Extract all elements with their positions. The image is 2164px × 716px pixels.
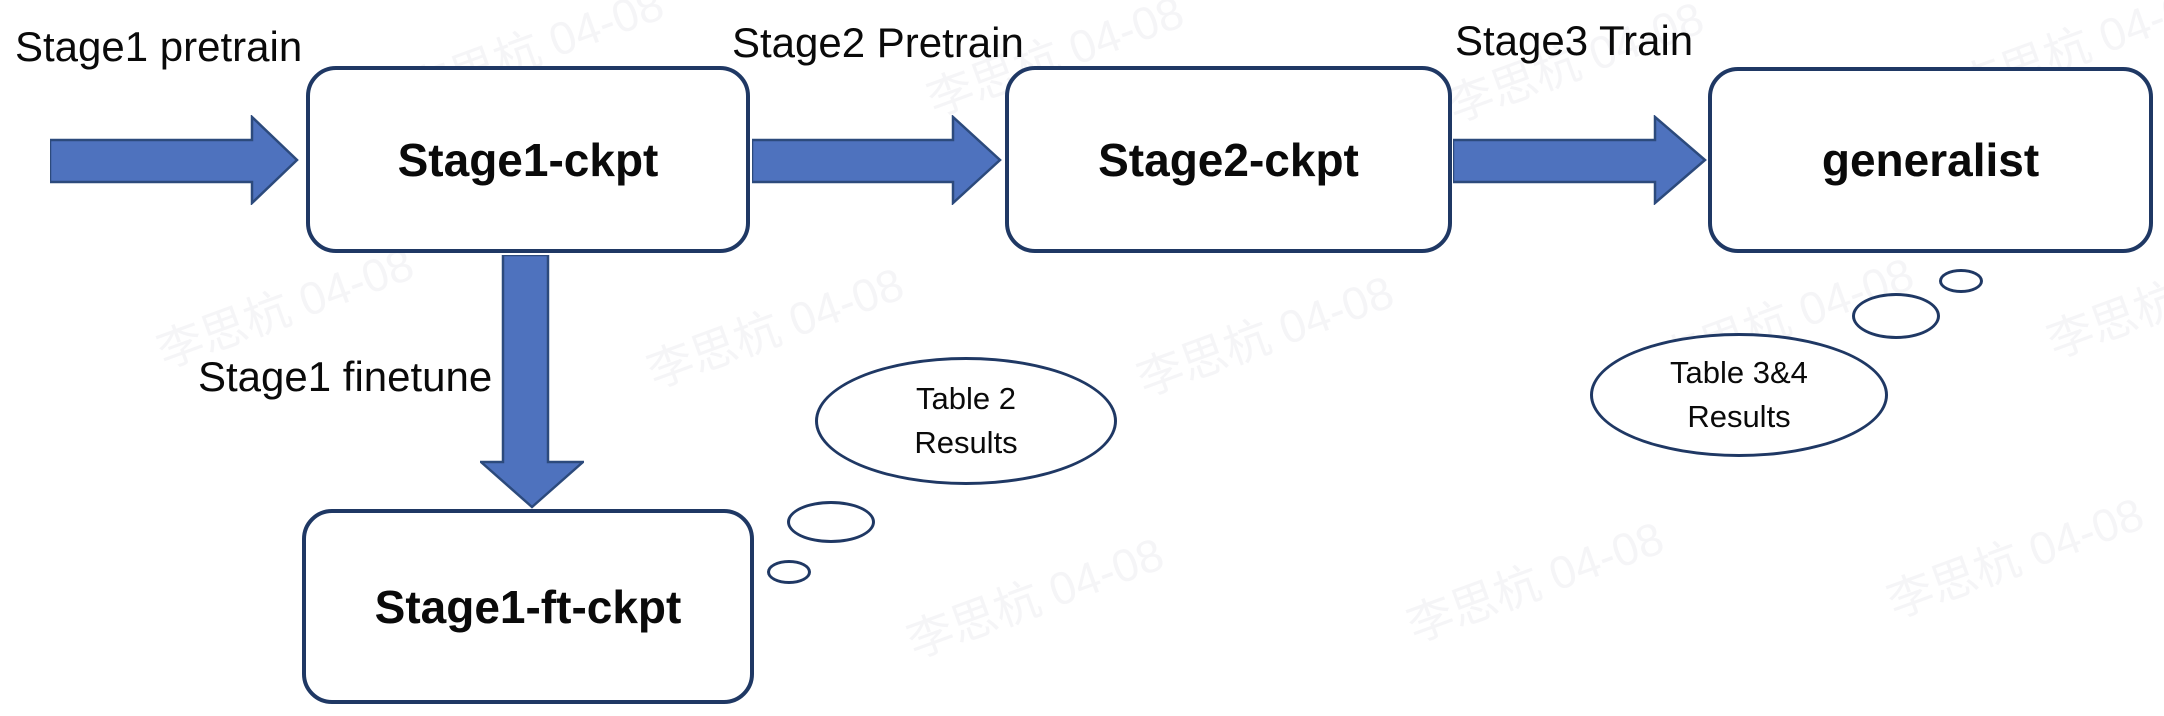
thought-bubble-table34-dot-small bbox=[1939, 269, 1983, 293]
thought-bubble-table2-dot-small bbox=[767, 560, 811, 584]
thought-bubble-table2-line2: Results bbox=[914, 425, 1018, 460]
thought-bubble-table34-line2: Results bbox=[1687, 399, 1791, 434]
node-stage1-ft-ckpt: Stage1-ft-ckpt bbox=[302, 509, 754, 704]
node-stage1-ckpt-label: Stage1-ckpt bbox=[397, 133, 659, 186]
watermark-text: 李思杭 04-08 bbox=[900, 527, 1171, 669]
stage1-pretrain-label: Stage1 pretrain bbox=[15, 23, 303, 70]
stage2-pretrain-label: Stage2 Pretrain bbox=[732, 19, 1024, 66]
thought-bubble-table2-dot-medium bbox=[787, 501, 875, 543]
stage2-pretrain-arrow-icon bbox=[752, 115, 1002, 205]
thought-bubble-table34-line1: Table 3&4 bbox=[1670, 355, 1808, 390]
stage3-train-label: Stage3 Train bbox=[1455, 17, 1694, 64]
thought-bubble-table2: Table 2 Results bbox=[815, 357, 1117, 485]
arrow-right-icon bbox=[50, 115, 299, 205]
node-stage2-ckpt: Stage2-ckpt bbox=[1005, 66, 1452, 253]
node-generalist-label: generalist bbox=[1821, 134, 2040, 186]
stage1-finetune-label: Stage1 finetune bbox=[198, 353, 493, 400]
watermark-text: 李思杭 04-08 bbox=[1880, 487, 2151, 629]
node-stage1-ft-ckpt-label: Stage1-ft-ckpt bbox=[374, 580, 682, 633]
node-stage2-ckpt-label: Stage2-ckpt bbox=[1098, 133, 1359, 186]
thought-bubble-table2-line1: Table 2 bbox=[916, 381, 1016, 416]
arrow-down-icon bbox=[480, 255, 584, 509]
thought-bubble-table34: Table 3&4 Results bbox=[1590, 333, 1888, 457]
stage1-pretrain-arrow-icon bbox=[50, 115, 299, 205]
arrow-right-icon bbox=[752, 115, 1002, 205]
stage3-train-arrow-icon bbox=[1453, 115, 1707, 205]
thought-bubble-table34-dot-medium bbox=[1852, 293, 1940, 339]
stage1-finetune-arrow-icon bbox=[480, 255, 584, 509]
node-generalist: generalist bbox=[1708, 67, 2153, 253]
watermark-text: 李思杭 04-08 bbox=[1400, 511, 1671, 653]
watermark-text: 李思杭 04-08 bbox=[1130, 265, 1401, 407]
node-stage1-ckpt: Stage1-ckpt bbox=[306, 66, 750, 253]
arrow-right-icon bbox=[1453, 115, 1707, 205]
